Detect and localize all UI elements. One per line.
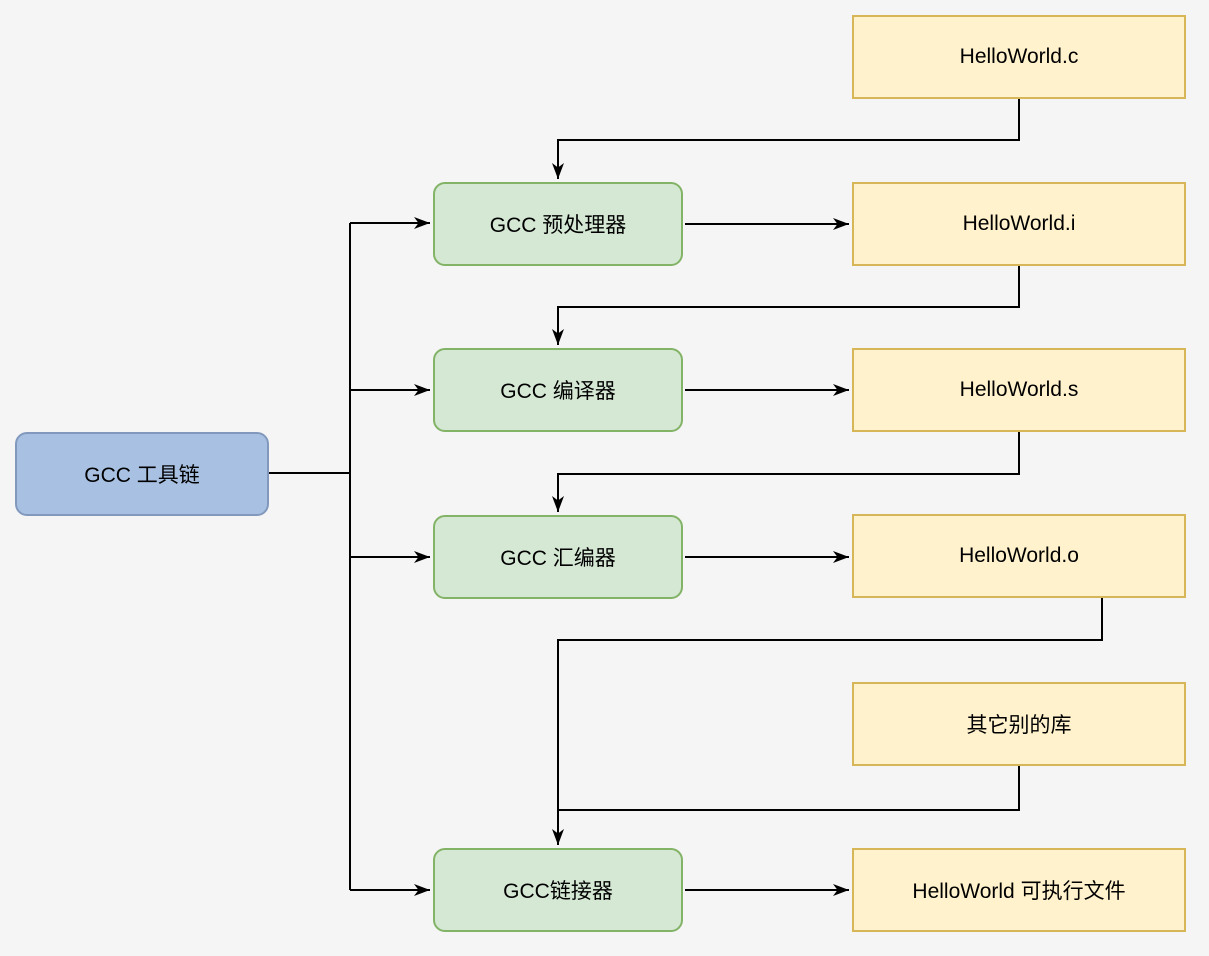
node-gcc-assembler-label: GCC 汇编器 <box>500 547 616 570</box>
node-gcc-compiler-label: GCC 编译器 <box>500 380 616 403</box>
node-gcc-linker: GCC链接器 <box>433 848 683 932</box>
edge-files-to-assembler <box>552 432 1020 512</box>
node-helloworld-s: HelloWorld.s <box>852 348 1186 432</box>
node-helloworld-c: HelloWorld.c <box>852 15 1186 99</box>
edge-sourcec-to-preprocessor <box>552 99 1020 179</box>
node-helloworld-o: HelloWorld.o <box>852 514 1186 598</box>
node-helloworld-i: HelloWorld.i <box>852 182 1186 266</box>
node-gcc-preprocessor-label: GCC 预处理器 <box>489 214 627 237</box>
node-gcc-linker-label: GCC链接器 <box>503 880 613 903</box>
node-gcc-assembler: GCC 汇编器 <box>433 515 683 599</box>
node-gcc-toolchain-label: GCC 工具链 <box>84 464 200 487</box>
node-other-libraries: 其它别的库 <box>852 682 1186 766</box>
node-other-libraries-label: 其它别的库 <box>966 714 1072 737</box>
node-helloworld-i-label: HelloWorld.i <box>962 212 1076 235</box>
node-gcc-preprocessor: GCC 预处理器 <box>433 182 683 266</box>
node-helloworld-o-label: HelloWorld.o <box>959 544 1079 567</box>
node-helloworld-s-label: HelloWorld.s <box>959 378 1079 401</box>
node-helloworld-executable: HelloWorld 可执行文件 <box>852 848 1186 932</box>
edge-otherlibs-join <box>558 766 1020 811</box>
node-helloworld-c-label: HelloWorld.c <box>959 45 1079 68</box>
node-gcc-compiler: GCC 编译器 <box>433 348 683 432</box>
node-gcc-toolchain: GCC 工具链 <box>15 432 269 516</box>
node-helloworld-executable-label: HelloWorld 可执行文件 <box>912 880 1126 903</box>
edge-filei-to-compiler <box>552 266 1020 345</box>
